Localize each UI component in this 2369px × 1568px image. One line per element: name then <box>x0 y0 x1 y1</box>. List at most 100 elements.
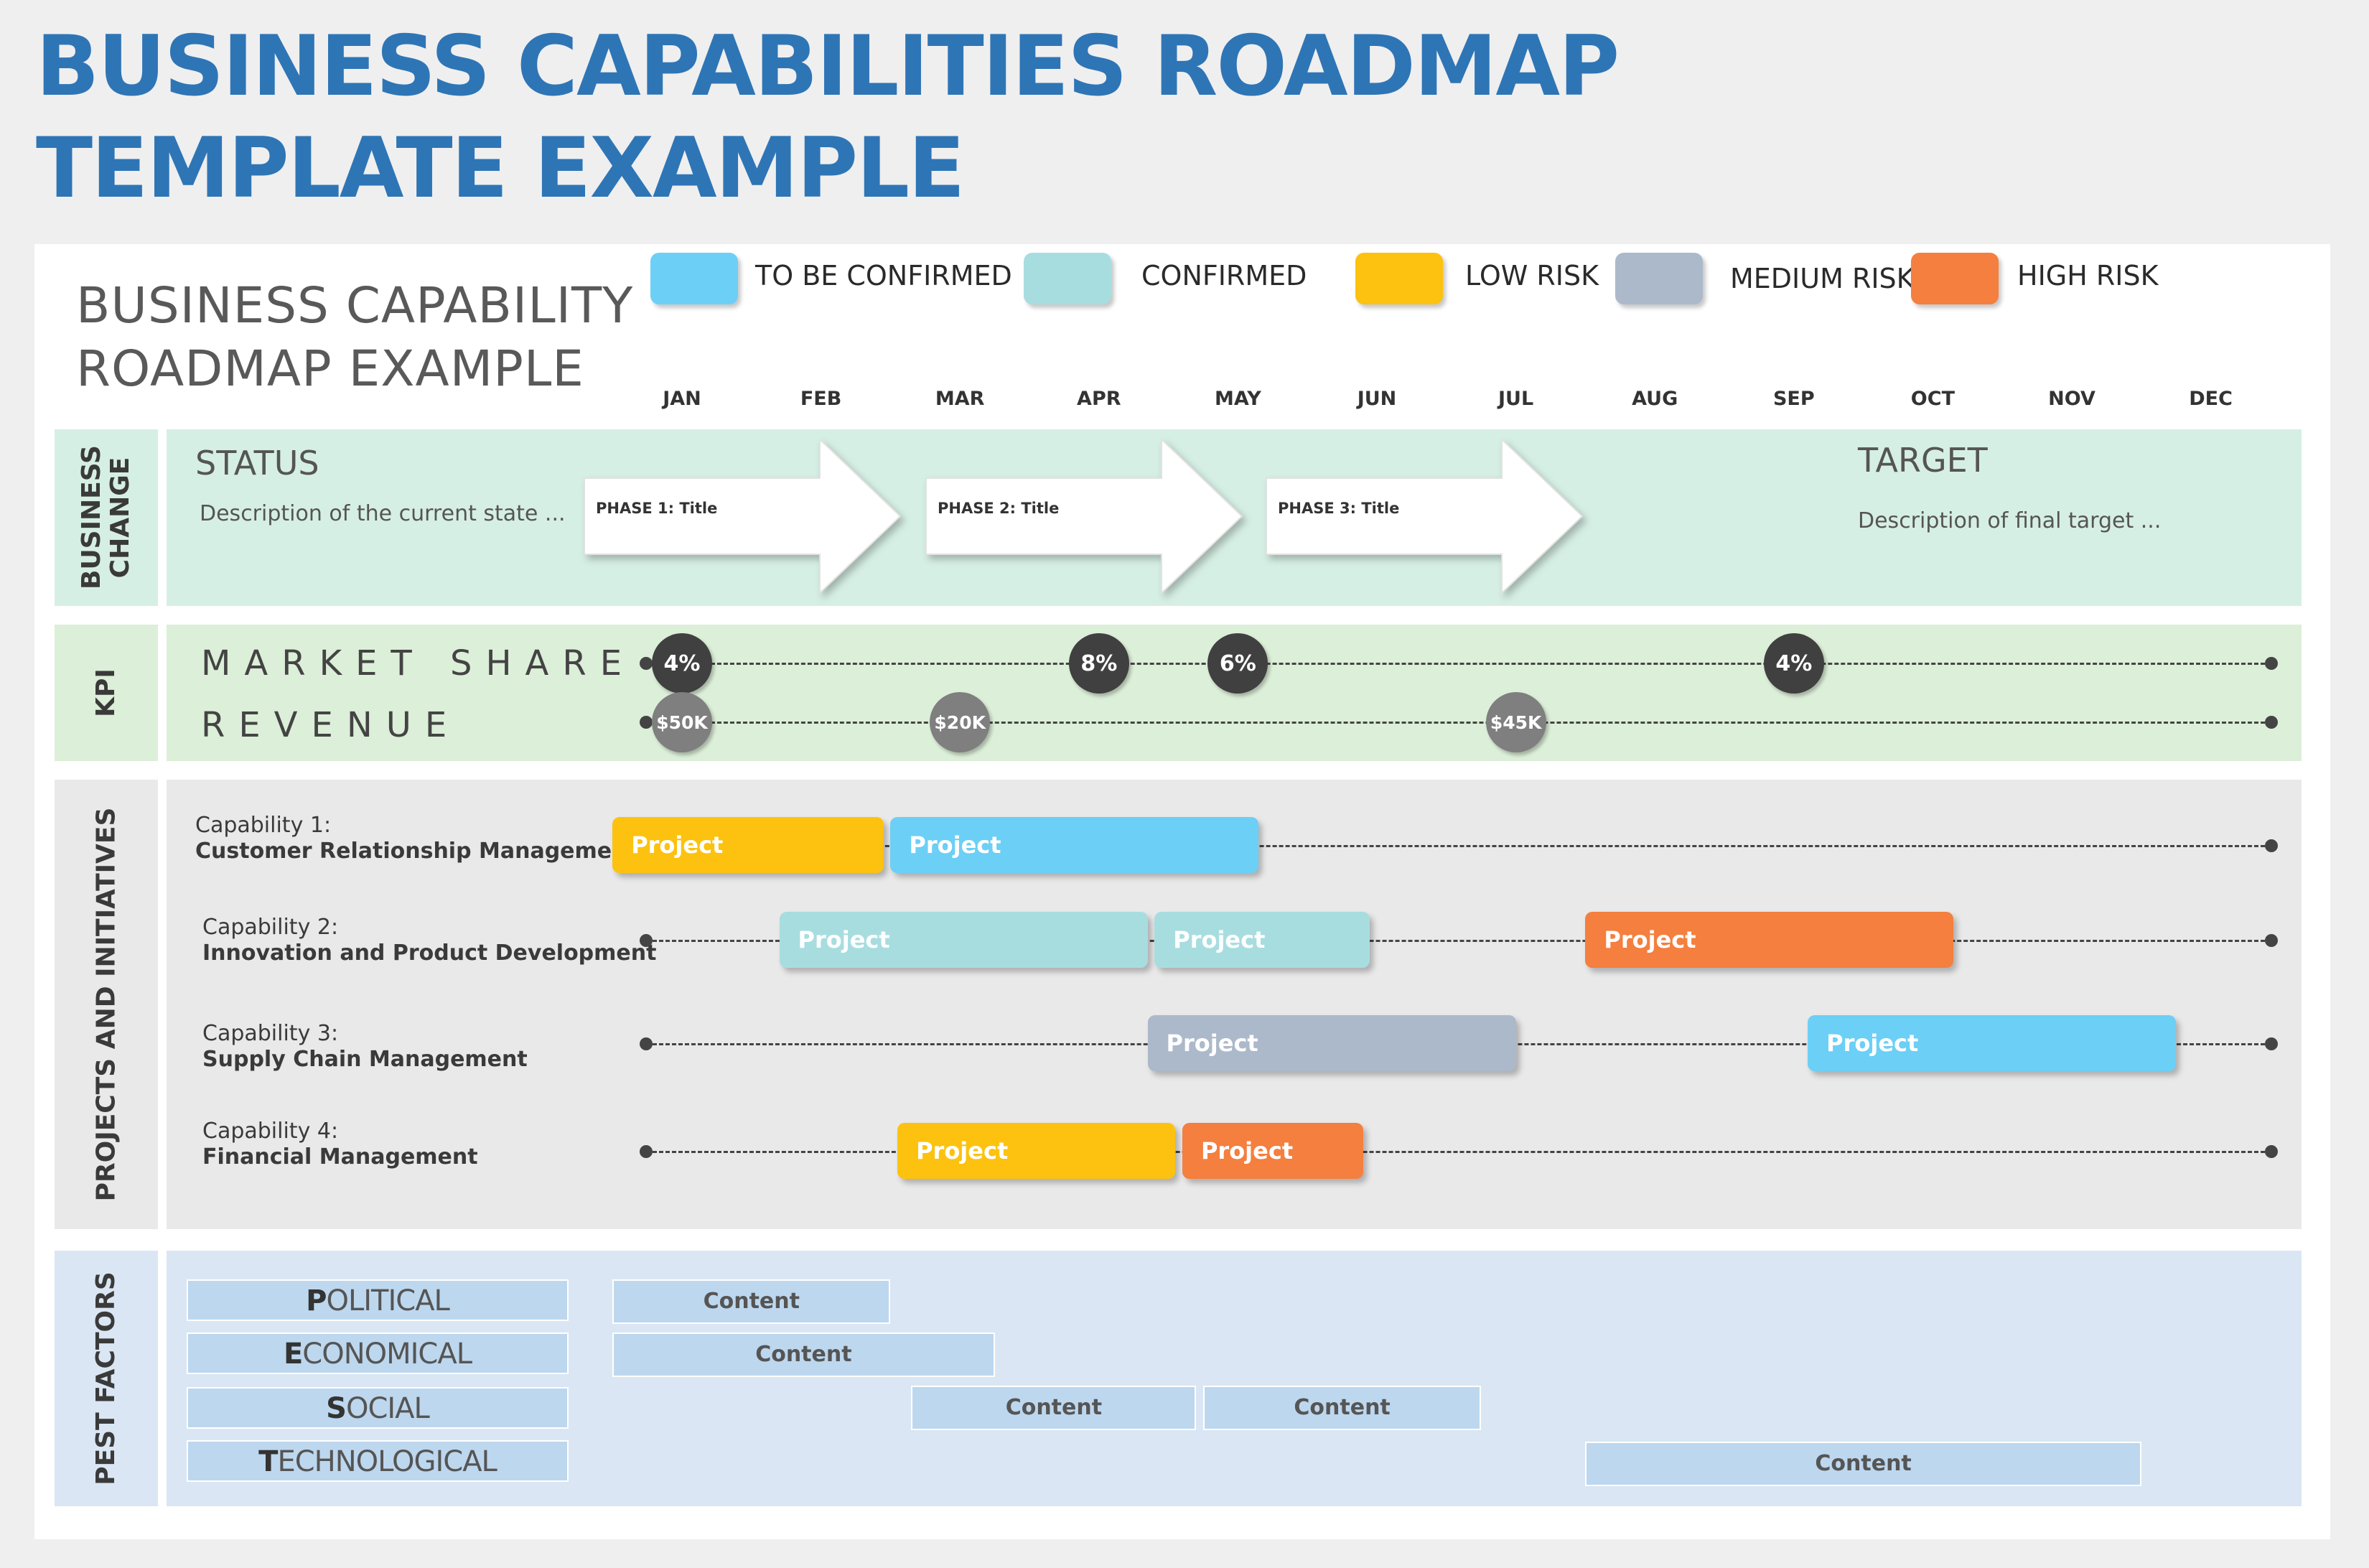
pest-label-technological-rest: ECHNOLOGICAL <box>277 1445 497 1478</box>
legend-label-low-risk: LOW RISK <box>1465 260 1599 291</box>
phase-arrow-3: PHASE 3: Title <box>1266 437 1584 595</box>
section-label-pest-text: PEST FACTORS <box>91 1271 121 1485</box>
section-label-projects: PROJECTS AND INITIATIVES <box>55 780 158 1229</box>
roadmap-subtitle: BUSINESS CAPABILITY ROADMAP EXAMPLE <box>76 274 633 401</box>
capability-4-project-2: Project <box>1182 1123 1363 1179</box>
target-heading: TARGET <box>1858 441 1988 480</box>
kpi-market-share-start-dot <box>640 657 653 670</box>
kpi-market-share-point-4: 4% <box>1763 633 1824 694</box>
capability-3-timeline-end-dot <box>2265 1037 2278 1050</box>
pest-3-content-1: Content <box>911 1386 1197 1430</box>
status-description: Description of the current state ... <box>200 501 566 526</box>
kpi-label-revenue: REVENUE <box>201 705 461 745</box>
pest-4-content-1: Content <box>1585 1442 2141 1486</box>
month-jan: JAN <box>663 388 701 410</box>
pest-label-social-rest: OCIAL <box>345 1392 430 1425</box>
kpi-revenue-end-dot <box>2265 716 2278 729</box>
section-label-business-change-text: BUSINESS CHANGE <box>77 445 135 589</box>
capability-number-1: Capability 1: <box>195 813 332 838</box>
pest-label-economical-initial: E <box>283 1338 303 1371</box>
phase-arrow-3-shape <box>1266 437 1584 595</box>
legend-swatch-confirmed <box>1024 253 1111 304</box>
capability-3-project-1: Project <box>1147 1015 1516 1071</box>
pest-label-economical-rest: CONOMICAL <box>302 1338 472 1371</box>
page-title: BUSINESS CAPABILITIES ROADMAP TEMPLATE E… <box>36 16 1759 220</box>
capability-1-timeline-line <box>646 845 2271 847</box>
capability-2-timeline-start-dot <box>640 934 653 947</box>
section-label-kpi: KPI <box>55 625 158 761</box>
pest-label-technological-initial: T <box>258 1445 278 1478</box>
capability-number-3: Capability 3: <box>202 1021 339 1046</box>
pest-3-content-2: Content <box>1203 1386 1482 1430</box>
kpi-revenue-point-1: $50K <box>652 692 712 752</box>
capability-2-project-1: Project <box>779 912 1148 968</box>
month-jun: JUN <box>1357 388 1397 410</box>
pest-label-political-initial: P <box>306 1284 327 1317</box>
legend-swatch-low-risk <box>1355 253 1443 304</box>
section-label-kpi-text: KPI <box>91 668 121 717</box>
pest-label-technological: TECHNOLOGICAL <box>187 1440 569 1482</box>
capability-1-project-2: Project <box>890 817 1259 873</box>
pest-label-social-initial: S <box>326 1392 347 1425</box>
kpi-market-share-end-dot <box>2265 657 2278 670</box>
legend-label-high-risk: HIGH RISK <box>2017 260 2159 291</box>
phase-label-1: PHASE 1: Title <box>596 500 718 517</box>
capability-2-timeline-end-dot <box>2265 934 2278 947</box>
legend-label-medium-risk: MEDIUM RISK <box>1730 263 1915 294</box>
kpi-label-market-share: MARKET SHARE <box>201 643 636 683</box>
section-label-pest: PEST FACTORS <box>55 1251 158 1506</box>
legend-label-to-be-confirmed: TO BE CONFIRMED <box>755 260 1012 291</box>
month-sep: SEP <box>1772 388 1815 410</box>
section-label-projects-text: PROJECTS AND INITIATIVES <box>91 807 121 1202</box>
roadmap-subtitle-line-2: ROADMAP EXAMPLE <box>76 340 584 398</box>
capability-title-2: Innovation and Product Development <box>202 941 657 966</box>
legend-swatch-high-risk <box>1911 253 1999 304</box>
month-mar: MAR <box>935 388 985 410</box>
section-label-business-change: BUSINESS CHANGE <box>55 429 158 606</box>
kpi-market-share-point-2: 8% <box>1068 633 1129 694</box>
month-jul: JUL <box>1498 388 1534 410</box>
phase-arrow-1: PHASE 1: Title <box>584 437 902 595</box>
capability-1-timeline-end-dot <box>2265 839 2278 852</box>
status-heading: STATUS <box>195 444 319 482</box>
month-nov: NOV <box>2048 388 2095 410</box>
month-aug: AUG <box>1632 388 1678 410</box>
kpi-market-share-point-3: 6% <box>1207 633 1268 694</box>
target-description: Description of final target ... <box>1858 508 2162 533</box>
capability-title-3: Supply Chain Management <box>202 1047 528 1072</box>
capability-label-2: Capability 2: Innovation and Product Dev… <box>202 915 656 966</box>
legend-swatch-to-be-confirmed <box>650 253 738 304</box>
phase-arrow-2: PHASE 2: Title <box>925 437 1243 595</box>
capability-2-timeline-line <box>646 940 2271 942</box>
month-oct: OCT <box>1910 388 1955 410</box>
pest-label-political-rest: OLITICAL <box>326 1284 449 1317</box>
month-feb: FEB <box>800 388 842 410</box>
capability-title-1: Customer Relationship Management <box>195 839 637 864</box>
kpi-revenue-line <box>646 722 2271 724</box>
page-title-line-2: TEMPLATE EXAMPLE <box>36 120 965 217</box>
pest-label-political: POLITICAL <box>187 1279 569 1321</box>
capability-1-project-1: Project <box>612 817 884 873</box>
capability-4-timeline-line <box>646 1151 2271 1153</box>
capability-number-2: Capability 2: <box>202 915 339 940</box>
capability-title-4: Financial Management <box>202 1144 478 1170</box>
pest-label-social: SOCIAL <box>187 1387 569 1429</box>
month-may: MAY <box>1215 388 1261 410</box>
kpi-revenue-start-dot <box>640 716 653 729</box>
month-apr: APR <box>1077 388 1121 410</box>
legend-label-confirmed: CONFIRMED <box>1141 260 1307 291</box>
phase-arrow-2-shape <box>925 437 1243 595</box>
kpi-market-share-point-1: 4% <box>652 633 712 694</box>
capability-number-4: Capability 4: <box>202 1119 339 1144</box>
pest-label-economical: ECONOMICAL <box>187 1333 569 1374</box>
phase-label-3: PHASE 3: Title <box>1278 500 1400 517</box>
capability-3-project-2: Project <box>1808 1015 2177 1071</box>
pest-2-content-1: Content <box>612 1333 995 1377</box>
legend-swatch-medium-risk <box>1615 253 1703 304</box>
capability-2-project-3: Project <box>1585 912 1954 968</box>
phase-label-2: PHASE 2: Title <box>938 500 1060 517</box>
capability-4-timeline-start-dot <box>640 1145 653 1158</box>
capability-label-4: Capability 4: Financial Management <box>202 1119 478 1170</box>
capability-4-timeline-end-dot <box>2265 1145 2278 1158</box>
roadmap-subtitle-line-1: BUSINESS CAPABILITY <box>76 277 634 335</box>
